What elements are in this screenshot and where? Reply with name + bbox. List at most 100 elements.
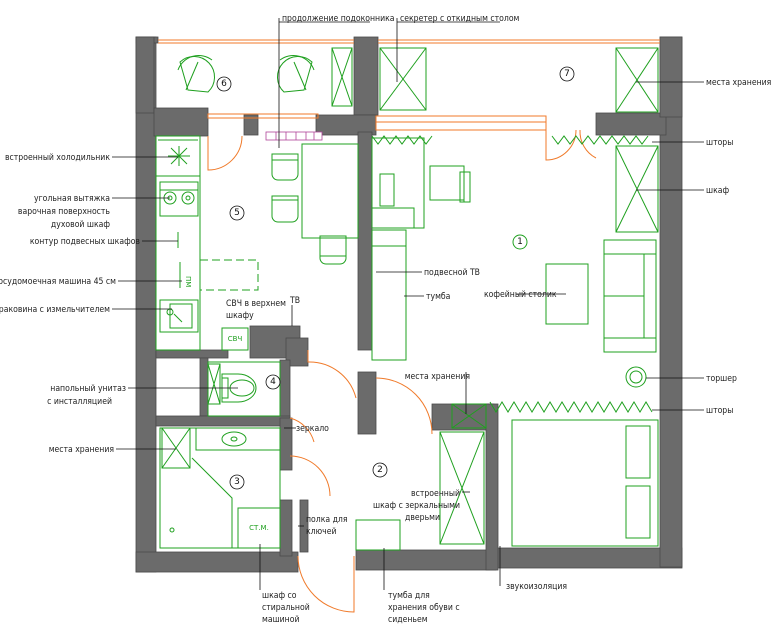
windowsill-strip bbox=[265, 131, 323, 141]
washer-cabinet: СТ.М. bbox=[237, 507, 281, 549]
label-curtains-top: шторы bbox=[706, 138, 733, 148]
label-storage-bath: места хранения bbox=[49, 445, 114, 455]
wall-hall-top bbox=[431, 403, 495, 431]
door-bath bbox=[289, 455, 331, 497]
annotations: продолжение подоконника секретер с откид… bbox=[0, 14, 771, 625]
label-secretary: секретер с откидным столом bbox=[400, 14, 520, 24]
label-washer-cabinet-1: шкаф со bbox=[262, 591, 297, 601]
windows bbox=[158, 39, 660, 141]
dining-table bbox=[301, 143, 359, 239]
door-balcony-kitchen bbox=[207, 135, 243, 171]
wardrobe-right bbox=[615, 145, 659, 233]
room-number-1: 1 bbox=[517, 237, 523, 247]
label-wardrobe-mirror-1: встроенный bbox=[411, 489, 460, 499]
room-numbers: 1 2 3 4 5 6 7 bbox=[216, 66, 575, 490]
label-hanging-tv: подвесной ТВ bbox=[424, 268, 480, 278]
label-key-shelf-2: ключей bbox=[306, 527, 336, 537]
label-coffee-table: кофейный столик bbox=[484, 290, 557, 300]
wall-bath-right-upper bbox=[279, 417, 293, 471]
room-number-7: 7 bbox=[564, 69, 570, 79]
hallway-furniture bbox=[355, 519, 401, 551]
wall-top-right-pier bbox=[659, 36, 683, 118]
bedroom-furniture bbox=[439, 401, 659, 547]
label-wardrobe-mirror-2: шкаф с зеркальными bbox=[373, 501, 460, 511]
storage-mid bbox=[451, 403, 487, 429]
wall-bottom-middle bbox=[355, 549, 497, 571]
wall-top-left-pier bbox=[135, 36, 155, 114]
leader-lines bbox=[112, 18, 704, 590]
wall-hall-right bbox=[485, 403, 499, 571]
hob bbox=[159, 181, 199, 217]
label-dishwasher: посудомоечная машина 45 см bbox=[0, 277, 116, 287]
stm-tag: СТ.М. bbox=[249, 524, 269, 532]
door-kitchen bbox=[307, 350, 357, 399]
label-toilet-2: с инсталляцией bbox=[47, 397, 112, 407]
room-number-5: 5 bbox=[234, 208, 240, 218]
microwave: СВЧ bbox=[221, 327, 249, 351]
label-toilet-1: напольный унитаз bbox=[50, 384, 126, 394]
pm-tag: ПМ bbox=[184, 276, 192, 287]
label-fridge: встроенный холодильник bbox=[5, 153, 110, 163]
wall-balcony-right bbox=[595, 112, 667, 136]
stools bbox=[271, 153, 347, 265]
label-hood-1: угольная вытяжка bbox=[34, 194, 110, 204]
bed bbox=[511, 419, 659, 547]
label-washer-cabinet-3: машиной bbox=[262, 615, 299, 625]
label-sink: раковина с измельчителем bbox=[0, 305, 110, 315]
shoe-cabinet bbox=[355, 519, 401, 551]
label-tv: ТВ bbox=[289, 296, 300, 306]
label-washer-cabinet-2: стиральной bbox=[262, 603, 310, 613]
label-cabinet: тумба bbox=[426, 291, 451, 302]
label-microwave-1: СВЧ в верхнем bbox=[226, 299, 286, 309]
bathroom-furniture: СТ.М. bbox=[159, 427, 281, 549]
label-storage-top-right: места хранения bbox=[706, 78, 771, 88]
storage-top-right bbox=[615, 47, 659, 113]
door-entrance bbox=[297, 555, 355, 613]
label-wall-cabinets: контур подвесных шкафов bbox=[30, 237, 141, 247]
mirrored-wardrobe bbox=[439, 431, 485, 545]
dishwasher: ПМ bbox=[179, 262, 192, 288]
label-wardrobe: шкаф bbox=[706, 186, 729, 196]
floor-lamp bbox=[625, 366, 647, 388]
wall-top-mid-pier bbox=[353, 36, 379, 116]
label-key-shelf-1: полка для bbox=[306, 515, 348, 525]
label-torcher: торшер bbox=[706, 374, 737, 384]
room-number-2: 2 bbox=[377, 465, 383, 475]
sofa bbox=[603, 239, 657, 353]
desk-chair bbox=[429, 165, 471, 203]
curtain-zigzag-top-right bbox=[551, 135, 649, 145]
label-microwave-2: шкафу bbox=[226, 311, 254, 321]
doors bbox=[207, 129, 597, 613]
wall-balcony-left bbox=[153, 107, 209, 137]
fridge bbox=[155, 135, 201, 177]
sink bbox=[159, 299, 199, 333]
wall-wc-right bbox=[279, 359, 291, 419]
label-windowsill: продолжение подоконника bbox=[282, 14, 395, 24]
wall-bath-top bbox=[155, 415, 291, 427]
wall-wc-left bbox=[199, 357, 209, 417]
bath-sink bbox=[195, 427, 281, 451]
room-number-6: 6 bbox=[221, 79, 227, 89]
curtain-zigzag-top-left bbox=[371, 135, 433, 145]
label-storage-mid: места хранения bbox=[405, 372, 470, 382]
wall-bottom-left bbox=[135, 551, 299, 573]
wall-bath-right-lower bbox=[279, 499, 293, 557]
label-shoe-cabinet-1: тумба для bbox=[388, 590, 430, 601]
wc-furniture bbox=[207, 361, 281, 417]
wall-central-lower bbox=[357, 371, 377, 435]
label-wardrobe-mirror-3: дверьми bbox=[405, 513, 440, 523]
label-mirror: зеркало bbox=[296, 424, 329, 434]
room-number-3: 3 bbox=[234, 477, 240, 487]
wall-balcony-stub bbox=[243, 114, 259, 136]
wall-central-upper bbox=[357, 131, 373, 351]
room-number-4: 4 bbox=[270, 377, 276, 387]
wall-kitchen-bottom-a bbox=[155, 349, 229, 359]
label-hood-3: духовой шкаф bbox=[51, 220, 110, 230]
curtain-zigzag-middle bbox=[489, 401, 653, 413]
chair-right bbox=[277, 55, 315, 93]
walls bbox=[135, 36, 683, 573]
label-curtains-mid: шторы bbox=[706, 406, 733, 416]
label-soundproofing: звукоизоляция bbox=[506, 582, 567, 592]
secretary bbox=[379, 47, 427, 111]
